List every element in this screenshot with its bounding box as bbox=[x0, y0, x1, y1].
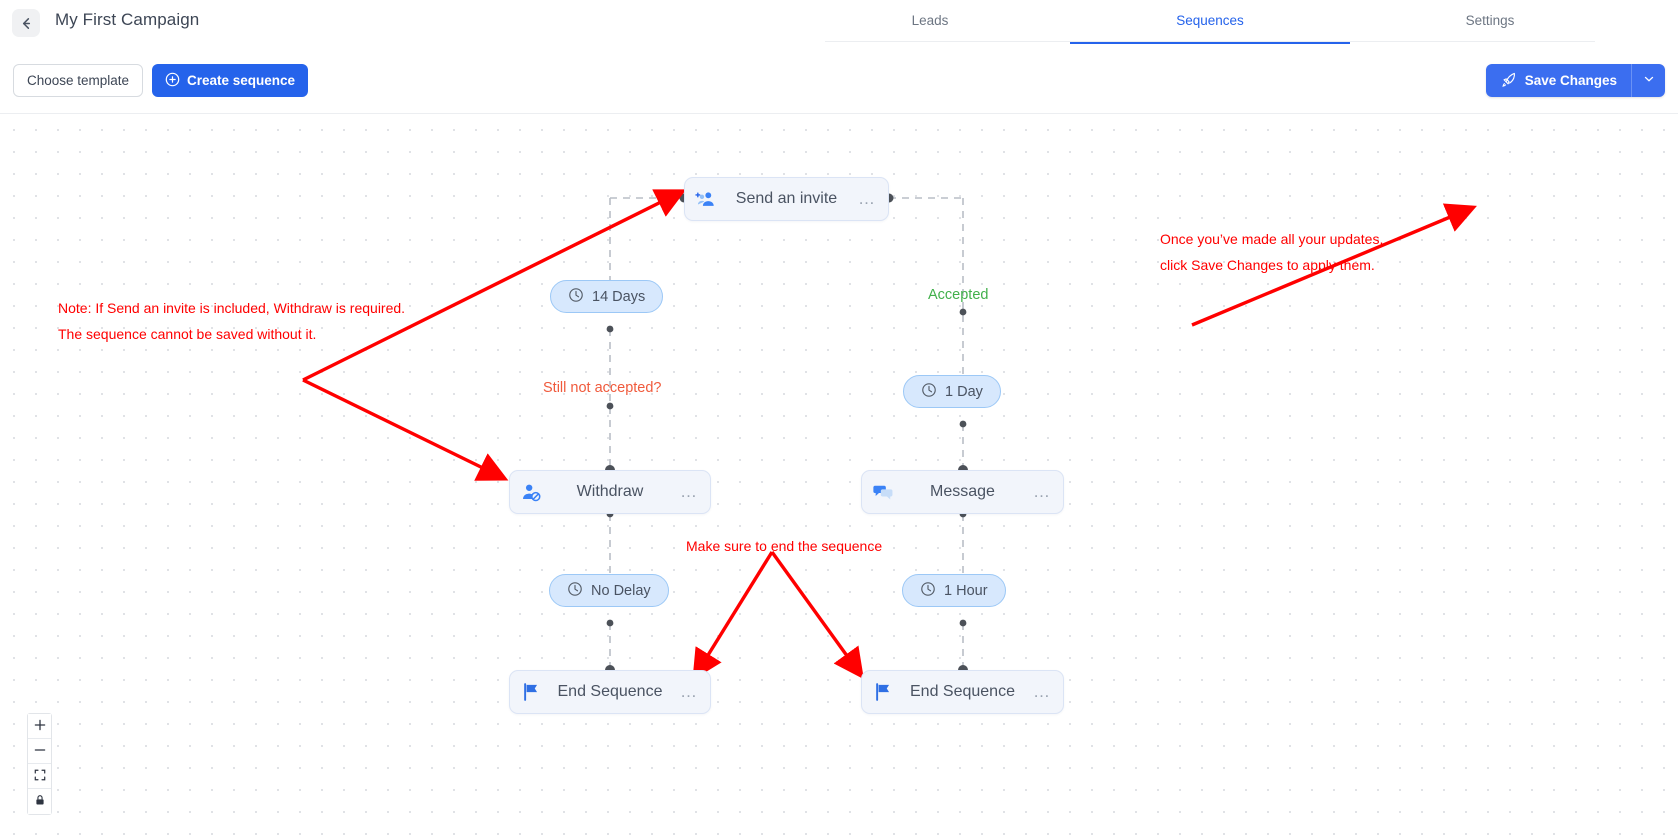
top-bar: My First Campaign Leads Sequences Settin… bbox=[0, 0, 1678, 44]
node-menu-button[interactable]: … bbox=[1033, 682, 1051, 701]
annotation-line-1: Once you’ve made all your updates, bbox=[1160, 231, 1384, 247]
annotation-withdraw-required: Note: If Send an invite is included, Wit… bbox=[58, 295, 405, 347]
clock-icon bbox=[921, 382, 937, 402]
save-changes-label: Save Changes bbox=[1524, 73, 1617, 88]
tab-settings[interactable]: Settings bbox=[1465, 13, 1515, 28]
delay-pill-1-day[interactable]: 1 Day bbox=[903, 375, 1001, 408]
node-menu-button[interactable]: … bbox=[858, 189, 876, 208]
sequence-toolbar: Choose template Create sequence Save Cha… bbox=[0, 44, 1678, 114]
node-end-sequence-left[interactable]: End Sequence … bbox=[509, 670, 711, 714]
node-menu-button[interactable]: … bbox=[680, 682, 698, 701]
page-title: My First Campaign bbox=[55, 10, 200, 29]
person-block-icon bbox=[520, 481, 542, 503]
annotation-line-1: Make sure to end the sequence bbox=[686, 538, 883, 554]
arrow-left-icon bbox=[19, 16, 34, 31]
zoom-in-button[interactable] bbox=[28, 714, 51, 739]
tab-leads[interactable]: Leads bbox=[911, 13, 949, 28]
node-message[interactable]: Message … bbox=[861, 470, 1064, 514]
annotation-save-changes: Once you’ve made all your updates, click… bbox=[1160, 226, 1383, 278]
node-end-sequence-right[interactable]: End Sequence … bbox=[861, 670, 1064, 714]
node-label: Message bbox=[930, 483, 995, 500]
node-label: Send an invite bbox=[735, 190, 838, 207]
delay-label: No Delay bbox=[591, 582, 651, 599]
chat-bubbles-icon bbox=[872, 481, 894, 503]
annotation-line-2: click Save Changes to apply them. bbox=[1160, 257, 1375, 273]
node-label: End Sequence bbox=[910, 683, 1015, 700]
plus-circle-icon bbox=[165, 72, 180, 90]
node-menu-button[interactable]: … bbox=[1033, 482, 1051, 501]
choose-template-button[interactable]: Choose template bbox=[13, 64, 144, 97]
lock-button[interactable] bbox=[28, 789, 51, 814]
save-changes-button[interactable]: Save Changes bbox=[1485, 64, 1631, 97]
tab-sequences[interactable]: Sequences bbox=[1070, 0, 1350, 44]
save-options-dropdown-button[interactable] bbox=[1631, 64, 1665, 97]
create-sequence-button[interactable]: Create sequence bbox=[152, 64, 309, 97]
back-button[interactable] bbox=[12, 9, 40, 37]
flag-icon bbox=[872, 681, 894, 703]
annotation-end-sequence: Make sure to end the sequence bbox=[686, 533, 882, 559]
sequence-canvas[interactable]: Send an invite … Withdraw … Message … bbox=[0, 115, 1678, 839]
clock-icon bbox=[568, 287, 584, 307]
clock-icon bbox=[567, 581, 583, 601]
edges-layer bbox=[302, 189, 1477, 692]
node-menu-button[interactable]: … bbox=[680, 482, 698, 501]
node-label: End Sequence bbox=[557, 683, 663, 700]
delay-label: 1 Day bbox=[945, 383, 983, 400]
rocket-icon bbox=[1500, 71, 1517, 91]
fit-screen-icon bbox=[34, 769, 46, 784]
node-send-an-invite[interactable]: Send an invite … bbox=[684, 177, 889, 221]
canvas-zoom-controls bbox=[27, 713, 52, 815]
delay-label: 14 Days bbox=[592, 288, 646, 305]
main-tabs: Leads Sequences Settings bbox=[790, 0, 1630, 44]
node-label: Withdraw bbox=[576, 483, 644, 500]
create-sequence-label: Create sequence bbox=[187, 73, 296, 88]
chevron-down-icon bbox=[1642, 72, 1656, 89]
annotation-line-1: Note: If Send an invite is included, Wit… bbox=[58, 300, 406, 316]
delay-label: 1 Hour bbox=[944, 582, 988, 599]
delay-pill-14-days[interactable]: 14 Days bbox=[550, 280, 664, 313]
plus-icon bbox=[34, 719, 46, 734]
add-person-icon bbox=[695, 188, 717, 210]
save-changes-group: Save Changes bbox=[1485, 64, 1665, 97]
branch-label-accepted: Accepted bbox=[928, 287, 989, 303]
delay-pill-no-delay[interactable]: No Delay bbox=[549, 574, 669, 607]
branch-label-still-not-accepted: Still not accepted? bbox=[543, 380, 662, 396]
minus-icon bbox=[34, 744, 46, 759]
node-withdraw[interactable]: Withdraw … bbox=[509, 470, 711, 514]
tab-underline-rule bbox=[825, 41, 1595, 42]
annotation-line-2: The sequence cannot be saved without it. bbox=[58, 326, 317, 342]
flag-icon bbox=[520, 681, 542, 703]
fit-view-button[interactable] bbox=[28, 764, 51, 789]
delay-pill-1-hour[interactable]: 1 Hour bbox=[902, 574, 1006, 607]
clock-icon bbox=[920, 581, 936, 601]
zoom-out-button[interactable] bbox=[28, 739, 51, 764]
lock-icon bbox=[34, 794, 46, 809]
